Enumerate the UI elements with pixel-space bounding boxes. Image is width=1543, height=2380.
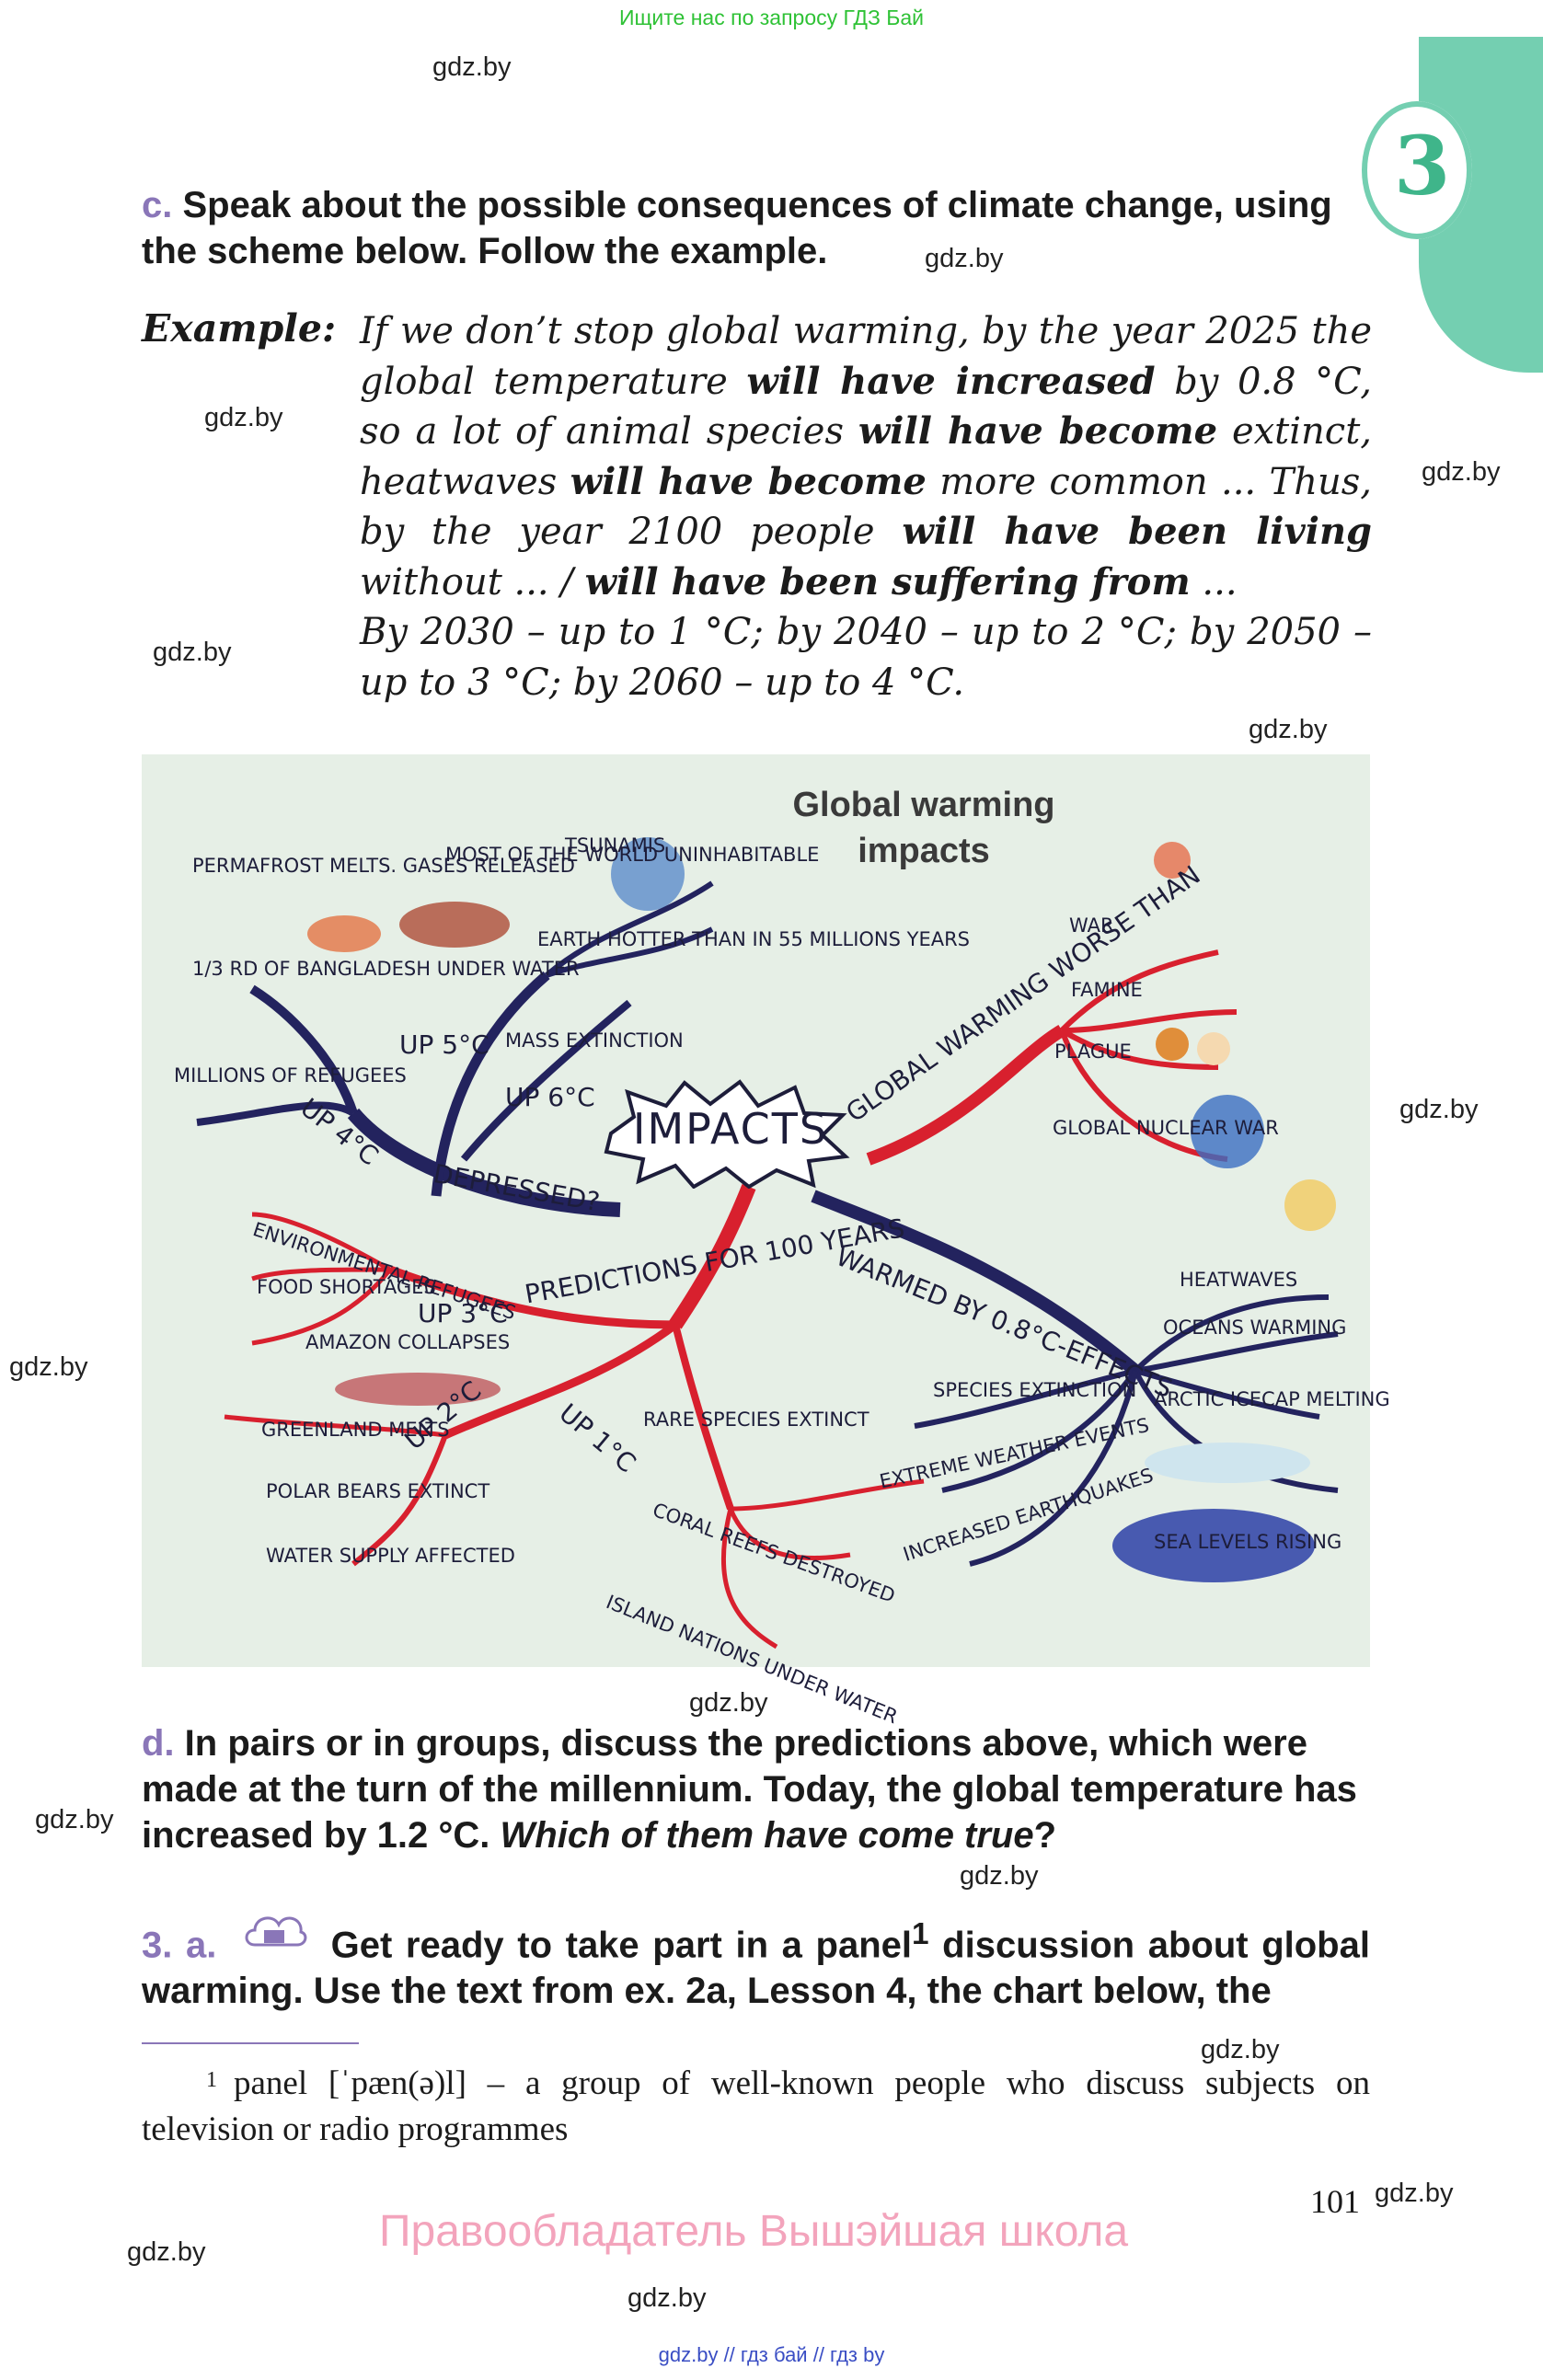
label-most-world: Most of the world uninhabitable bbox=[445, 844, 820, 866]
example-verb-form: will have been living bbox=[902, 510, 1372, 553]
example-verb-form: will have become bbox=[858, 409, 1218, 453]
watermark: gdz.by bbox=[35, 1805, 114, 1834]
watermark: gdz.by bbox=[1399, 1095, 1479, 1124]
task-letter: a. bbox=[185, 1925, 217, 1966]
label-rare-species: Rare species extinct bbox=[643, 1408, 869, 1431]
site-note: Ищите нас по запросу ГДЗ Бай bbox=[618, 6, 925, 29]
label-up3: Up 3°C bbox=[418, 1298, 508, 1328]
task-c: c. Speak about the possible consequences… bbox=[142, 182, 1370, 274]
task-text: Get ready to take part in a panel bbox=[330, 1925, 912, 1966]
label-famine: Famine bbox=[1071, 979, 1143, 1001]
label-war: War bbox=[1069, 914, 1114, 937]
example-segment: by 0.8 °C, so a lot of animal species bbox=[360, 360, 1373, 454]
footnote-number: 1 bbox=[206, 2068, 217, 2092]
label-arctic: Arctic icecap melting bbox=[1154, 1388, 1390, 1410]
label-plague: Plague bbox=[1054, 1041, 1132, 1063]
example-segment: extinct, heatwaves bbox=[360, 410, 1372, 503]
watermark: gdz.by bbox=[204, 403, 283, 432]
label-amazon: Amazon collapses bbox=[305, 1331, 511, 1353]
label-water-supply: Water supply affected bbox=[266, 1545, 515, 1567]
footnote-rule bbox=[142, 2042, 359, 2044]
copyright-notice: Правообладатель Вышэйшая школа bbox=[379, 2207, 1129, 2256]
task-3a: 3. a. Get ready to take part in a panel1… bbox=[142, 1912, 1370, 2014]
task-d: d. In pairs or in groups, discuss the pr… bbox=[142, 1720, 1370, 1858]
label-mass-extinction: Mass extinction bbox=[505, 1029, 684, 1052]
watermark: gdz.by bbox=[127, 2237, 206, 2267]
impacts-burst bbox=[604, 1079, 850, 1189]
label-permafrost: Permafrost melts. Gases released bbox=[192, 855, 575, 877]
example-segment: ... bbox=[1190, 560, 1238, 604]
exercise-number: 3. bbox=[142, 1925, 173, 1966]
task-letter: c. bbox=[142, 185, 173, 225]
footnote-text: panel [ˈpæn(ə)l] – a group of well-known… bbox=[142, 2064, 1370, 2148]
watermark: gdz.by bbox=[9, 1352, 88, 1382]
label-polar-bears: Polar bears extinct bbox=[266, 1480, 490, 1502]
watermark: gdz.by bbox=[925, 244, 1004, 273]
label-earth-hotter: Earth hotter than in 55 millions years bbox=[537, 928, 971, 950]
label-heatwaves: Heatwaves bbox=[1180, 1269, 1298, 1291]
label-millions-refugees: Millions of refugees bbox=[174, 1064, 407, 1087]
mind-map-branches bbox=[196, 837, 1339, 1650]
task-text: In pairs or in groups, discuss the predi… bbox=[142, 1723, 1357, 1856]
chapter-badge bbox=[1362, 101, 1472, 239]
label-tsunamis: Tsunamis bbox=[565, 834, 666, 857]
label-oceans-warming: Oceans warming bbox=[1163, 1316, 1347, 1339]
watermark: gdz.by bbox=[1422, 457, 1501, 487]
watermark: gdz.by bbox=[628, 2283, 707, 2313]
label-bangladesh: 1/3 rd of Bangladesh under water bbox=[192, 958, 580, 980]
watermark: gdz.by bbox=[1201, 2035, 1280, 2064]
task-text-cont: discussion about global warming. Use the… bbox=[142, 1925, 1370, 2012]
task-question: Which of them have come true bbox=[500, 1815, 1034, 1856]
example-segment: without ... / bbox=[360, 560, 585, 604]
watermark: gdz.by bbox=[1375, 2179, 1454, 2208]
label-global-nuclear-war: Global nuclear war bbox=[1053, 1117, 1279, 1139]
label-species-extinction: Species extinction bbox=[933, 1379, 1137, 1401]
example-segment: more common ... Thus, by the year 2100 p… bbox=[360, 460, 1372, 554]
diagram-title: Global warming impacts bbox=[792, 786, 1055, 870]
label-up6: Up 6°C bbox=[505, 1082, 595, 1112]
watermark: gdz.by bbox=[432, 52, 512, 82]
example-verb-form: will have increased bbox=[746, 359, 1156, 403]
watermark: gdz.by bbox=[960, 1861, 1039, 1891]
footnote-ref: 1 bbox=[911, 1917, 929, 1951]
watermark: gdz.by bbox=[689, 1688, 768, 1718]
label-greenland: Greenland melts bbox=[261, 1419, 450, 1441]
chapter-number: 3 bbox=[1394, 118, 1451, 213]
impacts-center-label: IMPACTS bbox=[632, 1104, 829, 1154]
example-verb-form: will have been suffering from bbox=[584, 559, 1191, 604]
label-food-shortages: Food shortages bbox=[257, 1276, 436, 1298]
label-sea-levels: Sea levels rising bbox=[1154, 1531, 1342, 1553]
example-label: Example: bbox=[142, 306, 337, 351]
example-text: If we don’t stop global warming, by the … bbox=[360, 306, 1372, 707]
page-number: 101 bbox=[1310, 2183, 1360, 2220]
task-letter: d. bbox=[142, 1723, 175, 1764]
example-line2: By 2030 – up to 1 °C; by 2040 – up to 2 … bbox=[360, 611, 1372, 704]
label-up5: Up 5°C bbox=[399, 1029, 489, 1060]
example-segment: If we don’t stop global warming, by the … bbox=[360, 310, 1372, 403]
watermark: gdz.by bbox=[153, 638, 232, 667]
mind-map: Global warming impacts IMPACTS Permafros… bbox=[142, 754, 1390, 1728]
task-text: Speak about the possible consequences of… bbox=[142, 185, 1332, 271]
task-question-mark: ? bbox=[1033, 1815, 1057, 1856]
example-paragraph: If we don’t stop global warming, by the … bbox=[360, 310, 1372, 604]
watermark: gdz.by bbox=[1249, 715, 1328, 744]
cloud-folder-icon bbox=[245, 1916, 307, 1947]
bottom-site-note: gdz.by // гдз бай // гдз by bbox=[658, 2343, 885, 2366]
example-verb-form: will have become bbox=[570, 459, 927, 503]
